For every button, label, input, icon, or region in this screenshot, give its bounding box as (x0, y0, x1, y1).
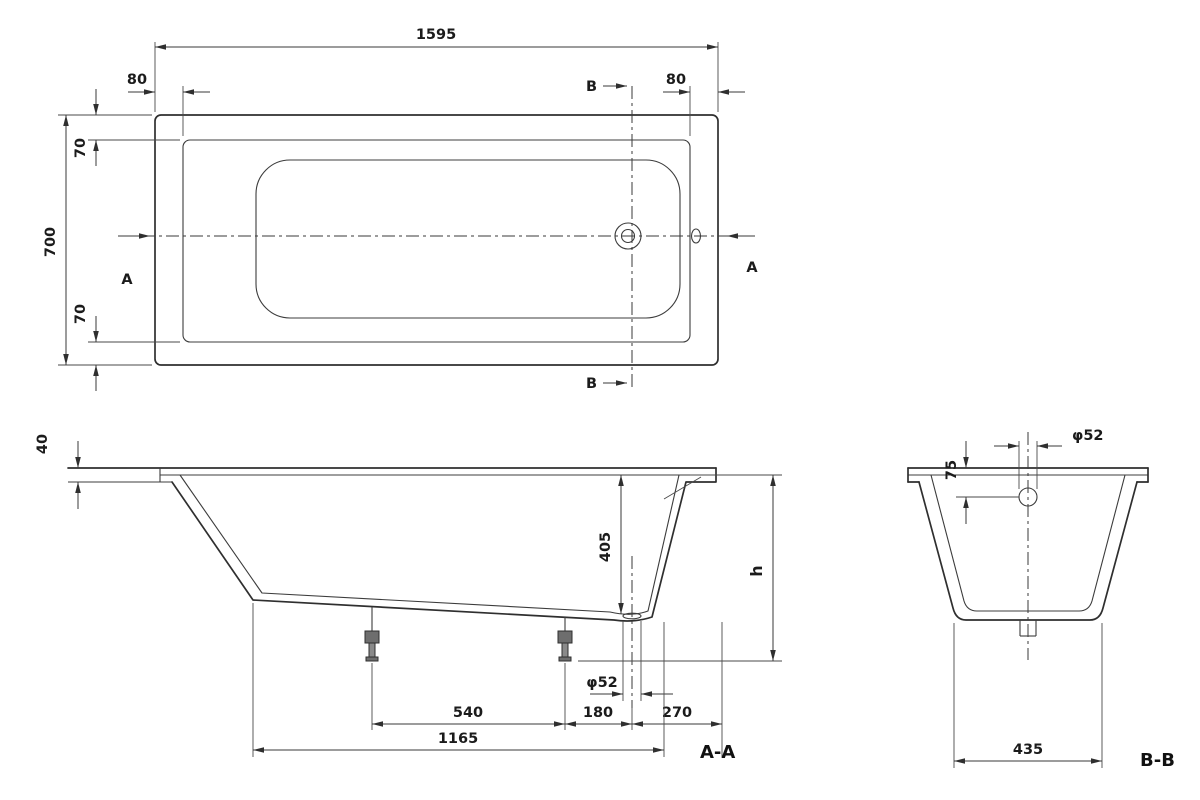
dim-rim-bottom-70: 70 (73, 304, 180, 391)
dim-length-1595: 1595 (154, 27, 719, 112)
dim-drain-dia-side: φ52 (586, 621, 673, 701)
end-view-section-bb: 75 φ52 435 B-B (907, 428, 1175, 771)
dim-depth-405: 405 (598, 475, 624, 614)
dim-rim-height-label: 40 (35, 434, 51, 454)
dim-rim-height-40: 40 (35, 434, 81, 509)
dim-width-700: 700 (43, 115, 152, 366)
section-label-a-right: A (746, 260, 758, 276)
dim-offset-left-80: 80 (127, 72, 210, 136)
section-title-bb: B-B (1140, 750, 1175, 771)
dim-base-length-1165: 1165 (252, 603, 665, 757)
drain-outlet-stub (1019, 620, 1037, 637)
section-label-a-left: A (121, 272, 133, 288)
dim-base-width-label: 435 (1013, 742, 1043, 758)
section-marker-a-left: A (120, 233, 150, 288)
dim-offset-left-label: 80 (127, 72, 147, 88)
dim-drain-depth-label: 75 (944, 460, 960, 480)
dim-feet-spacing-label: 540 (453, 705, 483, 721)
dim-drain-dia-end: φ52 (994, 428, 1104, 489)
section-label-b-bottom: B (586, 376, 597, 392)
dim-foot-to-drain-label: 180 (583, 705, 613, 721)
dim-depth-label: 405 (598, 532, 614, 562)
section-marker-b-top: B (586, 79, 627, 95)
tub-plan-outline (154, 114, 719, 366)
dim-chain-bottom: 540 180 270 (371, 622, 723, 757)
dim-base-length-label: 1165 (438, 731, 478, 747)
dim-rim-bottom-label: 70 (73, 304, 89, 324)
dim-base-width-435: 435 (953, 623, 1103, 768)
dim-height-label: h (747, 565, 766, 576)
dim-rim-top-label: 70 (73, 138, 89, 158)
dim-height-h: h (578, 474, 782, 662)
section-title-aa: A-A (700, 742, 735, 763)
section-marker-a-right: A (727, 233, 758, 276)
side-view-section-aa: 40 405 h φ52 540 180 (35, 434, 782, 763)
dim-drain-dia-end-label: φ52 (1072, 428, 1104, 444)
section-label-b-top: B (586, 79, 597, 95)
foot-right (557, 617, 573, 662)
dim-offset-right-label: 80 (666, 72, 686, 88)
dim-rim-top-70: 70 (58, 89, 180, 166)
foot-left (364, 607, 380, 662)
section-marker-b-bottom: B (586, 376, 627, 392)
dim-drain-dia-side-label: φ52 (586, 675, 618, 691)
dim-offset-right-80: 80 (663, 72, 745, 136)
dim-drain-depth-75: 75 (944, 441, 1019, 524)
dim-drain-to-end-label: 270 (662, 705, 692, 721)
top-view: B B A A 1595 80 80 (43, 27, 758, 392)
dim-length-label: 1595 (416, 27, 456, 43)
tub-profile-outline (67, 467, 717, 622)
dim-width-label: 700 (43, 227, 59, 257)
